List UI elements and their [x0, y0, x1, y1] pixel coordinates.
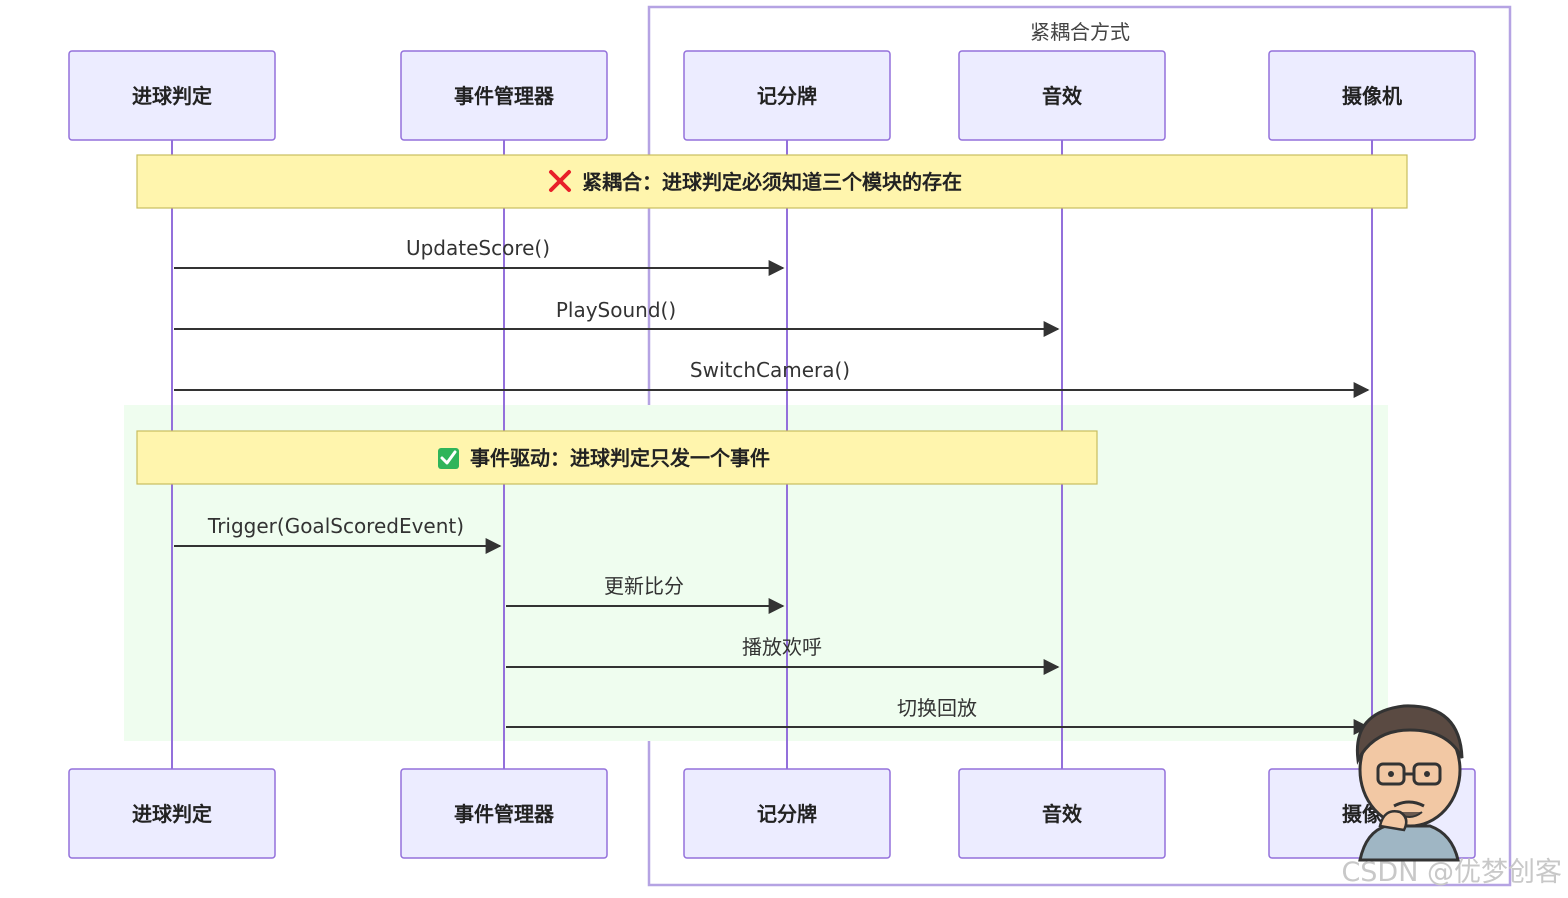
actor-bottom-goal[interactable]: 进球判定 [68, 768, 276, 859]
actor-top-scoreboard[interactable]: 记分牌 [683, 50, 891, 141]
message-label: PlaySound() [556, 298, 676, 322]
note-text: 事件驱动：进球判定只发一个事件 [470, 446, 770, 470]
message-label: Trigger(GoalScoredEvent) [207, 514, 464, 538]
actor-label: 音效 [1042, 84, 1082, 108]
actor-label: 音效 [1042, 802, 1082, 826]
message-play-sound: PlaySound() [174, 298, 1060, 337]
group-label: 紧耦合方式 [1030, 20, 1130, 44]
actor-bottom-sound[interactable]: 音效 [958, 768, 1166, 859]
message-update-points: 更新比分 [506, 574, 785, 614]
watermark-text: CSDN @优梦创客 [1341, 857, 1562, 888]
message-play-cheer: 播放欢呼 [506, 635, 1060, 675]
message-label: 切换回放 [897, 696, 977, 720]
actor-label: 记分牌 [757, 84, 817, 108]
actor-label: 记分牌 [757, 802, 817, 826]
actor-bottom-manager[interactable]: 事件管理器 [400, 768, 608, 859]
actor-label: 事件管理器 [454, 84, 555, 108]
actor-top-manager[interactable]: 事件管理器 [400, 50, 608, 141]
message-label: 更新比分 [604, 574, 684, 598]
actor-label: 摄像机 [1342, 84, 1402, 108]
message-label: UpdateScore() [406, 236, 550, 260]
actor-label: 进球判定 [132, 84, 212, 108]
actor-label: 进球判定 [132, 802, 212, 826]
note-event-driven: 事件驱动：进球判定只发一个事件 [136, 430, 1098, 485]
message-label: 播放欢呼 [742, 635, 822, 659]
check-box-icon [438, 448, 459, 469]
avatar-mascot-icon [1355, 704, 1464, 862]
actor-top-camera[interactable]: 摄像机 [1268, 50, 1476, 141]
message-update-score: UpdateScore() [174, 236, 785, 276]
actor-top-goal[interactable]: 进球判定 [68, 50, 276, 141]
actor-top-sound[interactable]: 音效 [958, 50, 1166, 141]
message-switch-camera: SwitchCamera() [174, 358, 1370, 398]
message-trigger: Trigger(GoalScoredEvent) [174, 514, 502, 554]
note-tight-coupling: 紧耦合：进球判定必须知道三个模块的存在 [136, 154, 1408, 209]
cross-mark-icon [549, 170, 571, 192]
message-switch-replay: 切换回放 [506, 696, 1370, 735]
note-text: 紧耦合：进球判定必须知道三个模块的存在 [582, 170, 962, 194]
message-label: SwitchCamera() [690, 358, 850, 382]
actor-label: 事件管理器 [454, 802, 555, 826]
actor-bottom-scoreboard[interactable]: 记分牌 [683, 768, 891, 859]
